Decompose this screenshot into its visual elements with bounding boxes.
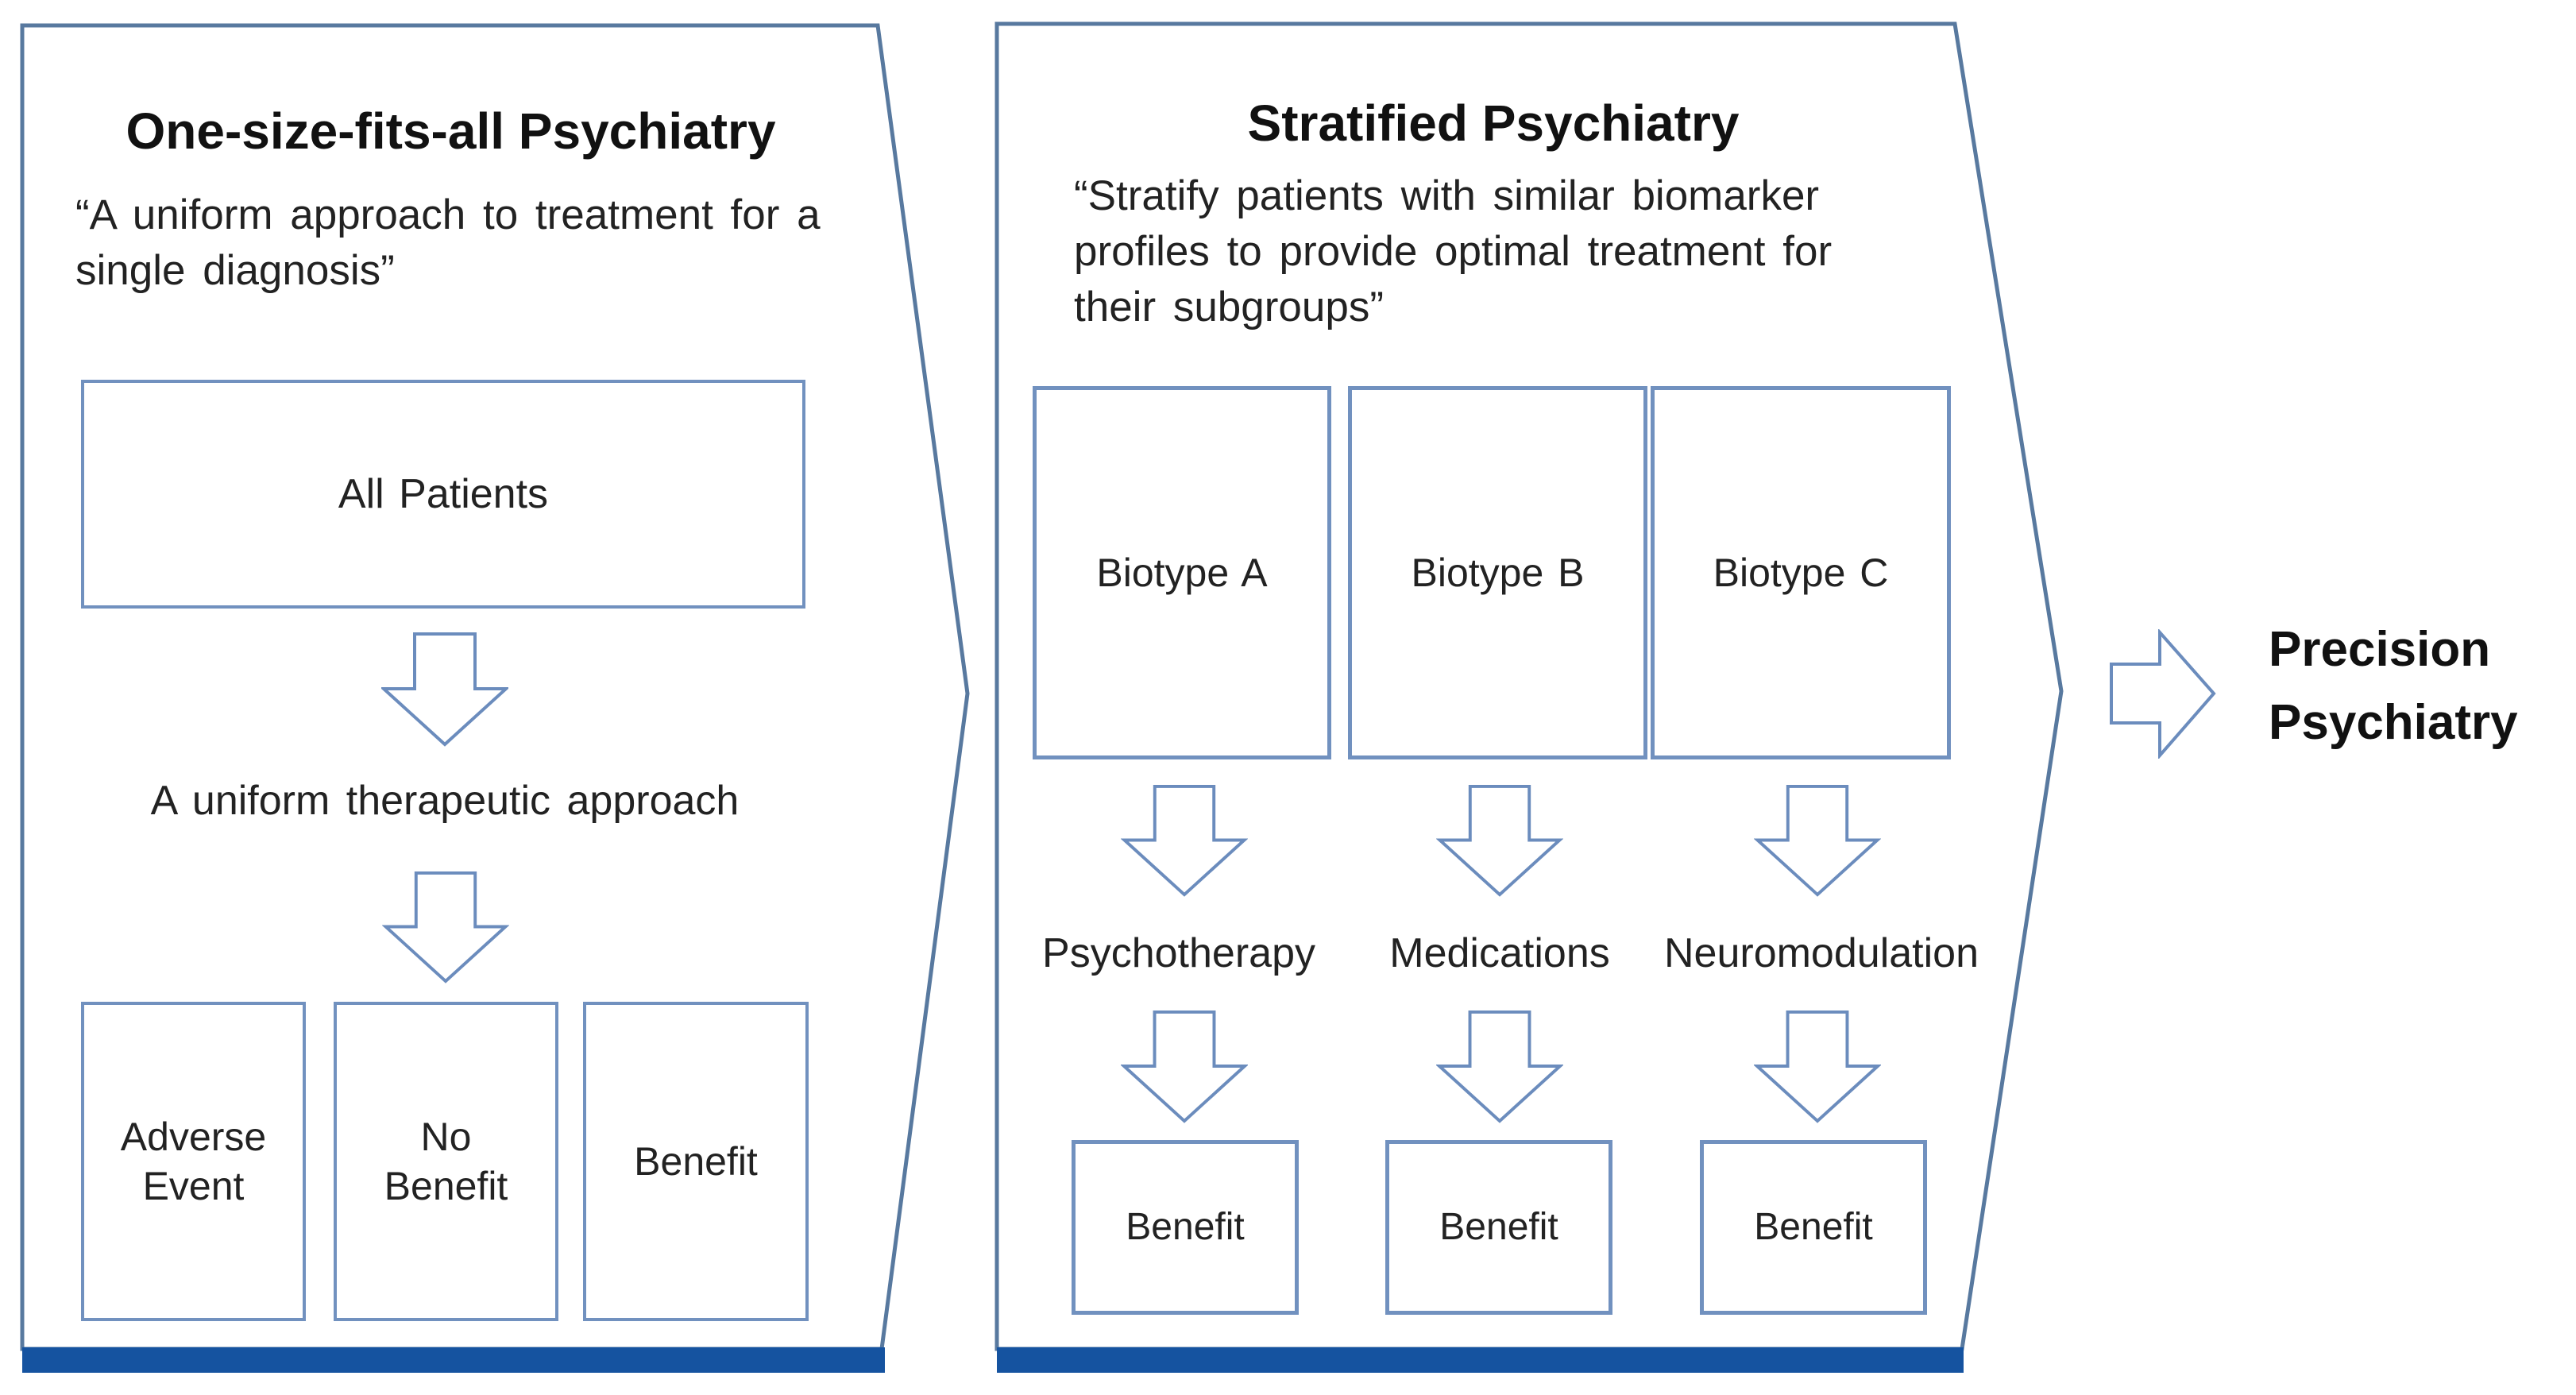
left-panel-quote: “A uniform approach to treatment for a s… <box>75 187 917 299</box>
down-arrow-icon <box>1436 1010 1563 1123</box>
benefit-box-left: Benefit <box>583 1002 809 1321</box>
down-arrow-icon <box>1121 1010 1248 1123</box>
neuromodulation-label: Neuromodulation <box>1663 930 1979 976</box>
down-arrow-icon <box>1436 784 1563 897</box>
no-benefit-line-1: No <box>420 1115 472 1159</box>
adverse-event-line-2: Event <box>142 1164 245 1208</box>
benefit-box-b: Benefit <box>1385 1140 1612 1315</box>
right-arrow-icon <box>2110 629 2216 759</box>
left-panel-bottom-bar <box>22 1347 885 1373</box>
benefit-c-label: Benefit <box>1754 1206 1873 1248</box>
right-panel-quote: “Stratify patients with similar biomarke… <box>1074 168 1964 335</box>
benefit-b-label: Benefit <box>1439 1206 1558 1248</box>
no-benefit-line-2: Benefit <box>384 1164 508 1208</box>
right-quote-line-1: “Stratify patients with similar biomarke… <box>1074 172 1820 219</box>
down-arrow-icon <box>1754 784 1881 897</box>
left-quote-line-2: single diagnosis” <box>75 247 395 294</box>
biotype-a-label: Biotype A <box>1096 551 1268 595</box>
no-benefit-box: No Benefit <box>334 1002 558 1321</box>
down-arrow-icon <box>1121 784 1248 897</box>
benefit-box-c: Benefit <box>1700 1140 1927 1315</box>
down-arrow-icon <box>1754 1010 1881 1123</box>
all-patients-label: All Patients <box>338 471 549 517</box>
right-panel-bottom-bar <box>997 1347 1964 1373</box>
right-quote-line-2: profiles to provide optimal treatment fo… <box>1074 228 1833 275</box>
biotype-b-label: Biotype B <box>1411 551 1585 595</box>
biotype-c-label: Biotype C <box>1713 551 1889 595</box>
medications-label: Medications <box>1389 930 1610 976</box>
benefit-box-a: Benefit <box>1072 1140 1299 1315</box>
biotype-b-box: Biotype B <box>1348 386 1647 759</box>
uniform-approach-label: A uniform therapeutic approach <box>150 778 740 824</box>
biotype-a-box: Biotype A <box>1033 386 1331 759</box>
left-quote-line-1: “A uniform approach to treatment for a <box>75 191 821 238</box>
precision-line-1: Precision <box>2269 622 2491 677</box>
biotype-c-box: Biotype C <box>1651 386 1951 759</box>
adverse-event-box: Adverse Event <box>81 1002 306 1321</box>
all-patients-box: All Patients <box>81 380 805 609</box>
psychotherapy-label: Psychotherapy <box>1042 930 1315 976</box>
down-arrow-icon <box>381 632 508 747</box>
precision-psychiatry-label: Precision Psychiatry <box>2269 613 2518 759</box>
adverse-event-line-1: Adverse <box>120 1115 267 1159</box>
down-arrow-icon <box>382 871 509 983</box>
benefit-a-label: Benefit <box>1126 1206 1245 1248</box>
right-panel-title: Stratified Psychiatry <box>1247 95 1740 152</box>
right-quote-line-3: their subgroups” <box>1074 284 1384 330</box>
benefit-left-line-1: Benefit <box>634 1139 758 1184</box>
left-panel-title: One-size-fits-all Psychiatry <box>126 102 776 160</box>
precision-line-2: Psychiatry <box>2269 695 2518 750</box>
